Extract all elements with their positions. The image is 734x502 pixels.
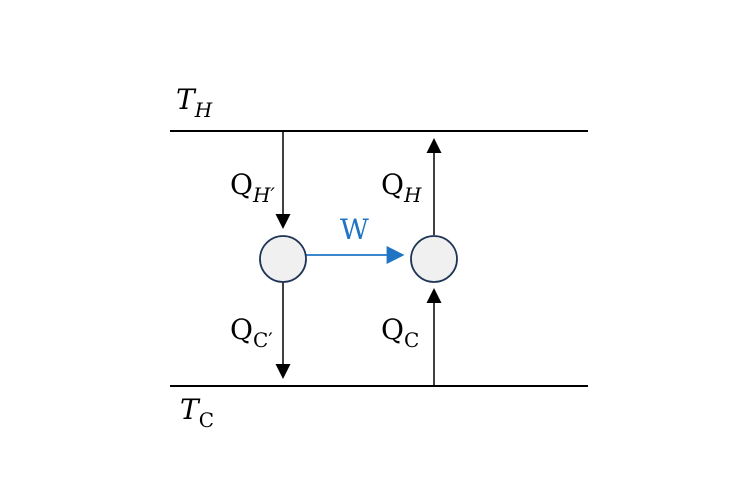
q-c-prime-label: QC′ bbox=[230, 313, 273, 352]
left-engine-circle bbox=[259, 235, 307, 283]
work-label: W bbox=[340, 213, 369, 246]
cold-reservoir-label: TC bbox=[180, 393, 214, 432]
right-engine-circle bbox=[410, 235, 458, 283]
q-h-label: QH bbox=[381, 168, 422, 207]
q-h-prime-label: QH′ bbox=[230, 168, 275, 207]
q-c-label: QC bbox=[381, 313, 419, 352]
hot-reservoir-label: TH bbox=[176, 83, 213, 122]
